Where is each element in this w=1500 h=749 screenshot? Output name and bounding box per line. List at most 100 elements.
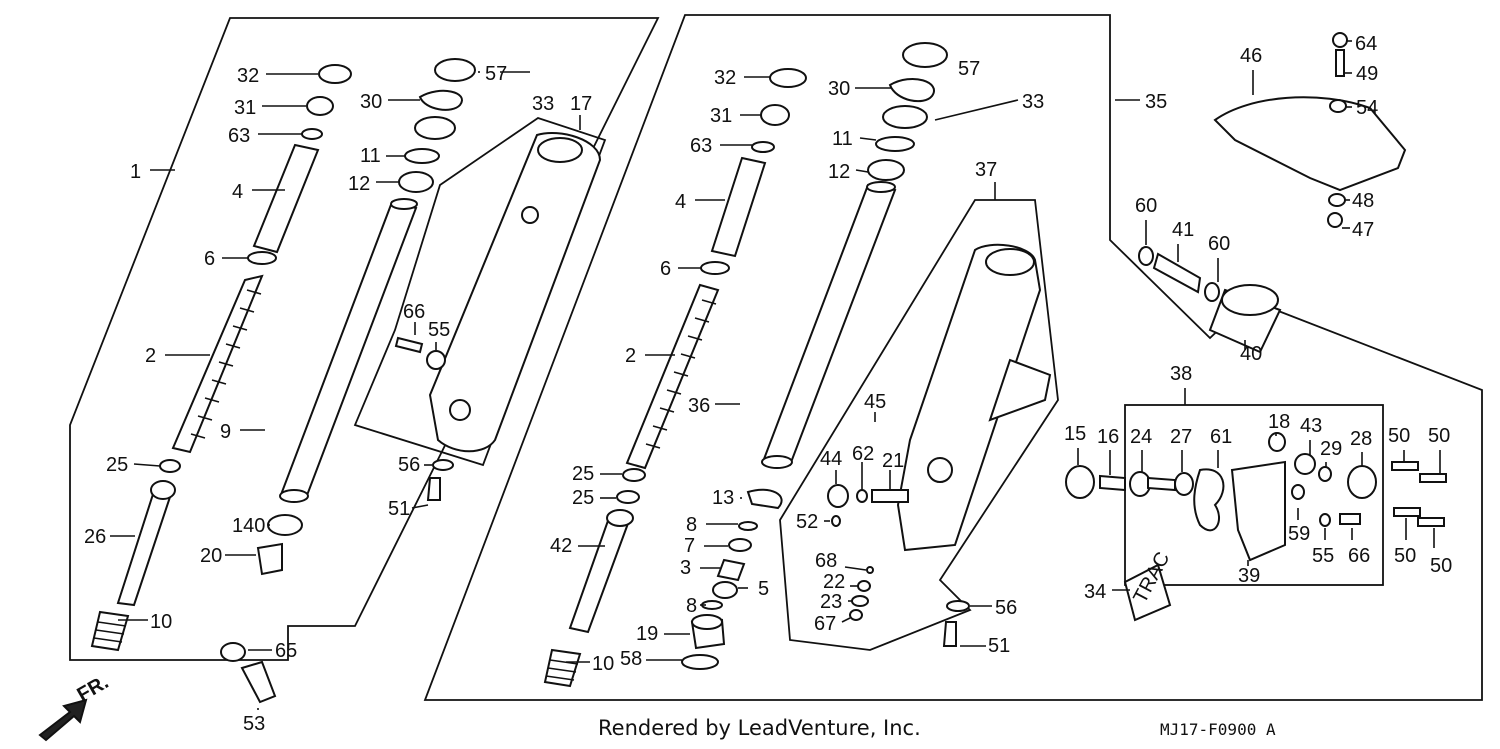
callout-number: 17 <box>570 93 592 115</box>
clip-30b <box>888 77 935 103</box>
washer-56b <box>946 600 970 612</box>
callout-number: 63 <box>228 125 250 147</box>
callout-number: 45 <box>864 391 886 413</box>
piece-20 <box>256 542 283 576</box>
spring-3 <box>716 558 746 582</box>
callout-number: 28 <box>1350 428 1372 450</box>
washer-6a <box>247 251 277 265</box>
callout-number: 27 <box>1170 426 1192 448</box>
seal-33b <box>882 105 928 129</box>
callout-number: 12 <box>348 173 370 195</box>
washer-55b <box>1319 513 1331 527</box>
leader-line <box>844 566 867 571</box>
callout-number: 67 <box>814 613 836 635</box>
callout-number: 7 <box>684 535 695 557</box>
callout-number: 2 <box>625 345 636 367</box>
washer-54 <box>1329 99 1347 113</box>
callout-number: 47 <box>1352 219 1374 241</box>
callout-number: 34 <box>1084 581 1106 603</box>
ring-63b <box>751 141 775 153</box>
tube-9 <box>280 200 418 500</box>
assembly-37-border <box>779 199 1059 651</box>
piston-19-top <box>691 614 723 630</box>
ring-63a <box>301 128 323 140</box>
diagram-code: MJ17-F0900 A <box>1160 720 1276 739</box>
callout-number: 36 <box>688 395 710 417</box>
cap-65 <box>220 642 246 662</box>
callout-number: 55 <box>1312 545 1334 567</box>
assembly-38-border <box>1124 404 1384 586</box>
tube-36-bottom <box>761 455 793 469</box>
seal-33a <box>414 116 456 140</box>
clip-30a <box>418 89 463 111</box>
callout-number: 35 <box>1145 91 1167 113</box>
assembly-1-border <box>69 17 660 661</box>
spring-16 <box>1099 474 1126 492</box>
bolt-53 <box>240 660 277 704</box>
left-fork-parts <box>90 58 602 704</box>
callout-number: 68 <box>815 550 837 572</box>
callout-number: 51 <box>388 498 410 520</box>
callout-number: 49 <box>1356 63 1378 85</box>
callout-number: 1 <box>130 161 141 183</box>
callout-number: 50 <box>1428 425 1450 447</box>
oring-62 <box>856 489 868 503</box>
bushing-12b <box>867 159 905 181</box>
callout-number: 26 <box>84 526 106 548</box>
part-43 <box>1294 453 1316 475</box>
callout-number: 52 <box>796 511 818 533</box>
leader-line <box>934 99 1019 121</box>
callout-number: 10 <box>592 653 614 675</box>
callout-number: 40 <box>1240 343 1262 365</box>
callout-number: 50 <box>1388 425 1410 447</box>
callout-number: 33 <box>1022 91 1044 113</box>
rod-42 <box>568 513 632 634</box>
bolt-31b <box>760 104 790 126</box>
bolt-50d <box>1417 517 1445 527</box>
leader-line <box>133 463 161 467</box>
callout-number: 22 <box>823 571 845 593</box>
callout-number: 2 <box>145 345 156 367</box>
callout-number: 25 <box>572 487 594 509</box>
washer-55a <box>426 350 446 370</box>
callout-number: 62 <box>852 443 874 465</box>
rod-26-top <box>150 480 176 500</box>
gasket-61 <box>1193 468 1225 532</box>
callout-number: 29 <box>1320 438 1342 460</box>
seal-15 <box>1065 465 1095 499</box>
callout-number: 44 <box>820 448 842 470</box>
washer-11a <box>404 148 440 164</box>
callout-number: 21 <box>882 450 904 472</box>
leader-line <box>855 169 869 173</box>
tube-36-top <box>866 181 896 193</box>
bolt-51a <box>426 477 441 501</box>
callout-number: 56 <box>398 454 420 476</box>
callout-number: 10 <box>150 611 172 633</box>
clip-13 <box>746 488 783 510</box>
callout-number: 8 <box>686 514 697 536</box>
tube-36 <box>762 183 897 467</box>
callout-number: 66 <box>403 301 425 323</box>
slider-37-mount <box>927 457 953 483</box>
bridge-and-trac-parts: TRAC FR. <box>38 32 1447 742</box>
callout-number: 19 <box>636 623 658 645</box>
spacer-4b <box>710 156 767 258</box>
part-22 <box>857 580 871 592</box>
callout-number: 53 <box>243 713 265 735</box>
bolt-51b <box>942 621 957 647</box>
bridge-46 <box>1213 96 1407 192</box>
clip-25b <box>622 468 646 482</box>
part-7 <box>728 538 752 552</box>
washer-56a <box>432 459 454 471</box>
callout-number: 46 <box>1240 45 1262 67</box>
callout-number: 31 <box>234 97 256 119</box>
bolt-49 <box>1335 49 1345 77</box>
washer-11b <box>875 136 915 152</box>
slider-17-mount <box>449 399 471 421</box>
ring-60a <box>1138 246 1154 266</box>
callout-number: 43 <box>1300 415 1322 437</box>
ball-68 <box>866 566 874 574</box>
callout-number: 13 <box>712 487 734 509</box>
callout-number: 56 <box>995 597 1017 619</box>
cap-32b <box>769 68 807 88</box>
